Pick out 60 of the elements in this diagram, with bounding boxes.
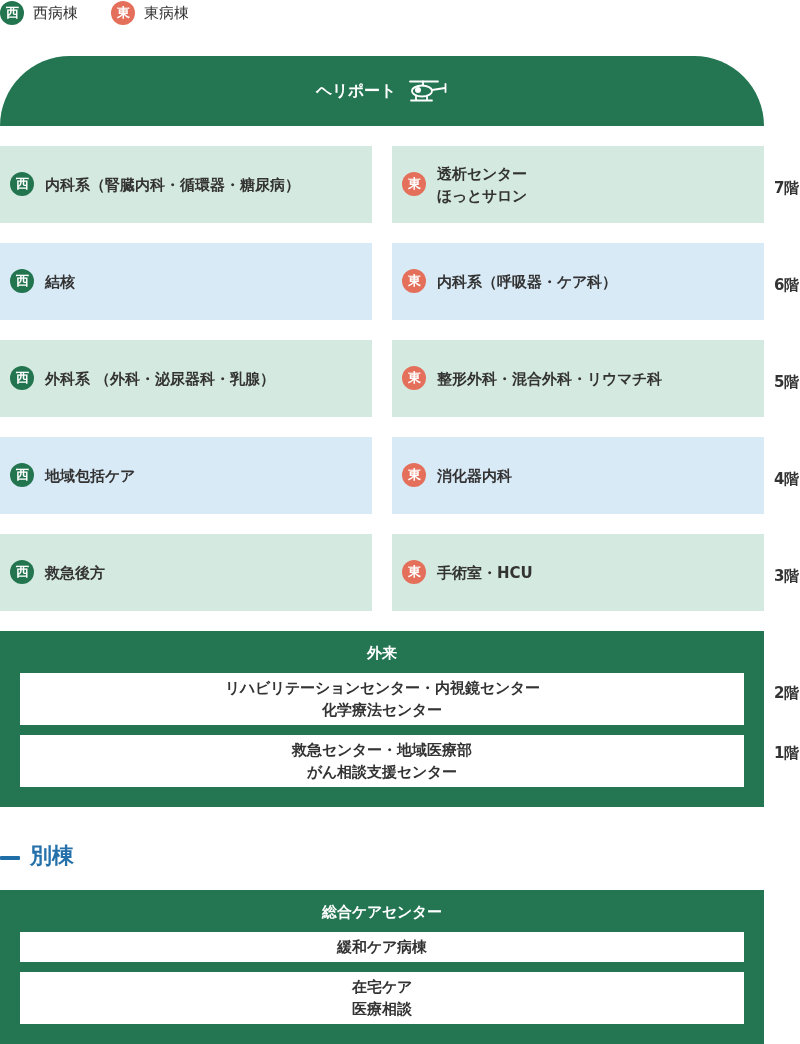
ward-badge: 西 bbox=[10, 560, 34, 584]
ward-box bbox=[392, 243, 764, 320]
department-label: 化学療法センター bbox=[322, 700, 442, 721]
ward-box bbox=[0, 534, 372, 611]
legend-badge: 西 bbox=[0, 1, 24, 25]
ward-label: 整形外科・混合外科・リウマチ科 bbox=[437, 368, 662, 390]
panel-title: 外来 bbox=[366, 643, 398, 664]
ward-badge: 東 bbox=[402, 172, 426, 196]
ward-box bbox=[0, 340, 372, 417]
panel-title: 総合ケアセンター bbox=[320, 902, 443, 923]
legend-badge: 東 bbox=[111, 1, 135, 25]
department-label: リハビリテーションセンター・内視鏡センター bbox=[224, 678, 540, 699]
floor-label: 4階 bbox=[774, 468, 800, 490]
ward-label: 消化器内科 bbox=[437, 465, 512, 487]
ward-label: ほっとサロン bbox=[437, 185, 527, 207]
ward-box bbox=[0, 146, 372, 223]
ward-badge: 東 bbox=[402, 366, 426, 390]
ward-badge: 東 bbox=[402, 463, 426, 487]
ward-badge: 西 bbox=[10, 269, 34, 293]
ward-label: 救急後方 bbox=[45, 562, 105, 584]
ward-badge: 西 bbox=[10, 366, 34, 390]
legend-label: 東病棟 bbox=[144, 3, 189, 24]
department-box bbox=[20, 673, 744, 725]
ward-badge: 東 bbox=[402, 269, 426, 293]
floor-label: 7階 bbox=[774, 177, 800, 199]
department-label: 緩和ケア病棟 bbox=[337, 937, 427, 958]
floor-label: 6階 bbox=[774, 274, 800, 296]
section-panel bbox=[0, 890, 764, 1044]
department-box bbox=[20, 972, 744, 1024]
ward-box bbox=[0, 243, 372, 320]
section-heading: 別棟 bbox=[30, 842, 74, 870]
heliport-banner bbox=[0, 56, 764, 126]
ward-box bbox=[392, 534, 764, 611]
department-label: 在宅ケア bbox=[352, 977, 412, 998]
ward-label: 結核 bbox=[45, 271, 75, 293]
ward-badge: 東 bbox=[402, 560, 426, 584]
heliport-label: ヘリポート bbox=[316, 80, 396, 102]
ward-label: 手術室・HCU bbox=[437, 562, 533, 584]
department-box bbox=[20, 735, 744, 787]
floor-label: 2階 bbox=[774, 683, 800, 704]
ward-box bbox=[392, 146, 764, 223]
department-label: 救急センター・地域医療部 bbox=[292, 740, 472, 761]
department-label: 医療相談 bbox=[352, 999, 412, 1020]
ward-box bbox=[392, 340, 764, 417]
department-label: がん相談支援センター bbox=[307, 762, 457, 783]
ward-label: 透析センター bbox=[437, 163, 527, 185]
ward-label: 内科系（呼吸器・ケア科） bbox=[437, 271, 617, 293]
ward-label: 外科系 （外科・泌尿器科・乳腺） bbox=[45, 368, 276, 390]
floor-label: 3階 bbox=[774, 565, 800, 587]
ward-label: 地域包括ケア bbox=[45, 465, 135, 487]
legend-label: 西病棟 bbox=[33, 3, 78, 24]
ward-box bbox=[0, 437, 372, 514]
section-panel bbox=[0, 631, 764, 807]
ward-box bbox=[392, 437, 764, 514]
department-box bbox=[20, 932, 744, 962]
ward-label: 内科系（腎臓内科・循環器・糖尿病） bbox=[45, 174, 300, 196]
ward-badge: 西 bbox=[10, 463, 34, 487]
ward-badge: 西 bbox=[10, 172, 34, 196]
floor-label: 1階 bbox=[774, 743, 800, 764]
floor-label: 5階 bbox=[774, 371, 800, 393]
